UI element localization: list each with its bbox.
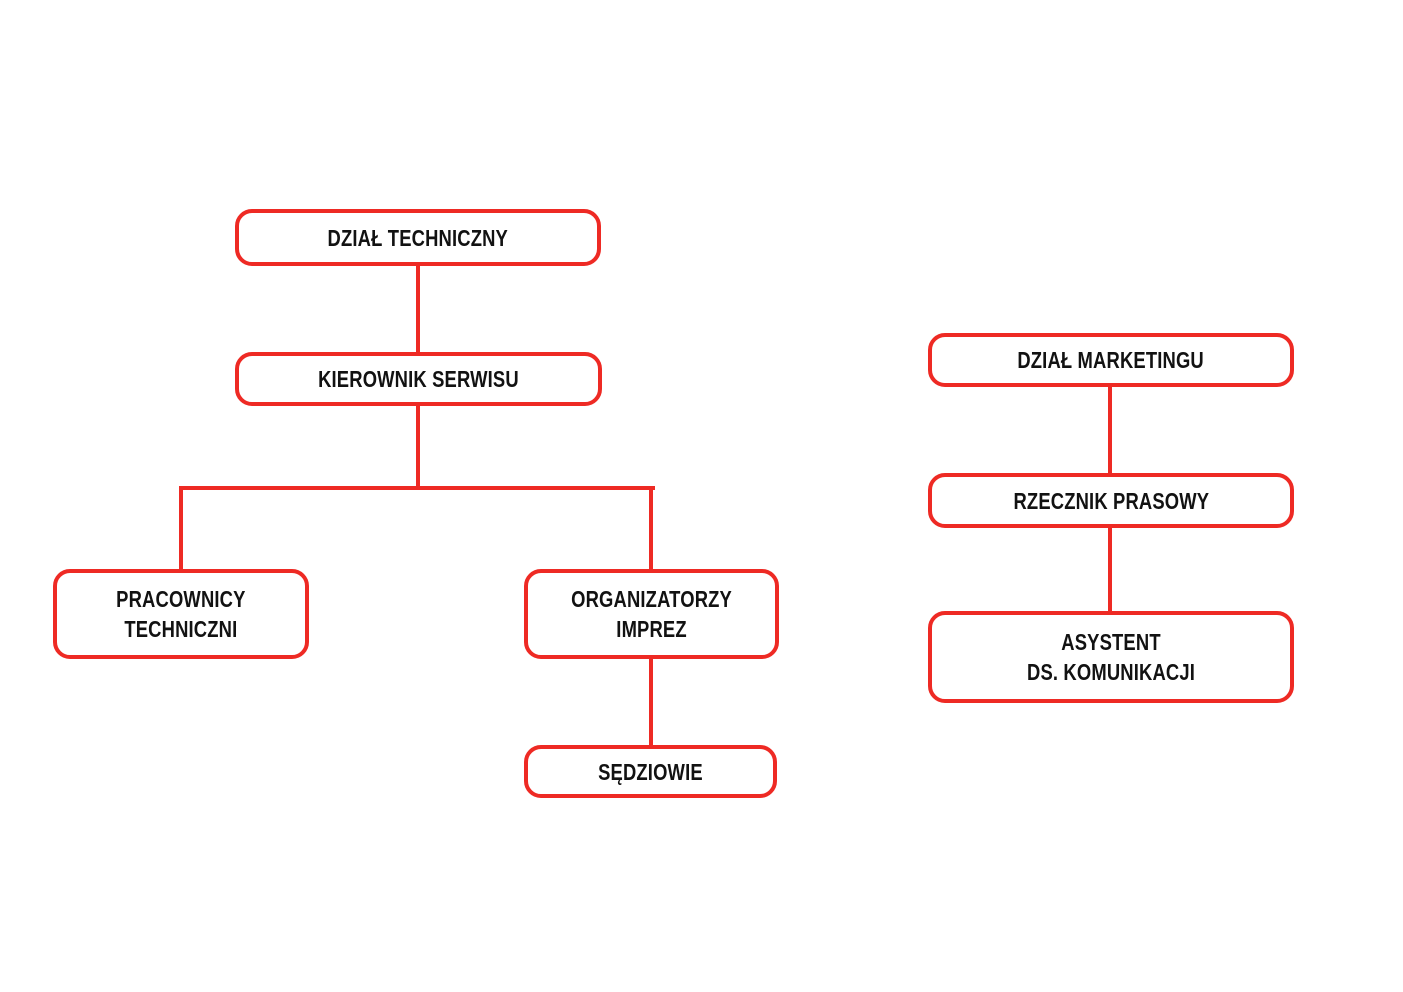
node-label-line1: ORGANIZATORZY [571,586,732,612]
node-label: ORGANIZATORZY IMPREZ [571,584,732,644]
node-dzial-marketingu: DZIAŁ MARKETINGU [928,333,1294,387]
node-sedziowie: SĘDZIOWIE [524,745,777,798]
node-label-line2: DS. KOMUNIKACJI [1026,659,1195,685]
node-kierownik-serwisu: KIEROWNIK SERWISU [235,352,602,406]
node-label-line1: ASYSTENT [1061,629,1161,655]
node-label: ASYSTENT DS. KOMUNIKACJI [1027,627,1195,687]
connector-kierownik-stem [416,404,420,489]
connector-techniczny-kierownik [416,264,420,354]
node-dzial-techniczny: DZIAŁ TECHNICZNY [235,209,601,266]
connector-branch-pracownicy [179,488,183,571]
node-organizatorzy-imprez: ORGANIZATORZY IMPREZ [524,569,779,659]
node-label-line1: PRACOWNICY [116,586,246,612]
node-label-line2: IMPREZ [616,616,687,642]
node-label: RZECZNIK PRASOWY [1013,487,1209,514]
node-pracownicy-techniczni: PRACOWNICY TECHNICZNI [53,569,309,659]
connector-branch-organizatorzy [649,488,653,571]
connector-kierownik-branch [179,486,655,490]
connector-rzecznik-asystent [1108,526,1112,613]
connector-organizatorzy-sedziowie [649,657,653,747]
node-label: DZIAŁ MARKETINGU [1017,347,1205,373]
node-label: PRACOWNICY TECHNICZNI [116,584,245,644]
node-rzecznik-prasowy: RZECZNIK PRASOWY [928,473,1294,528]
node-label: DZIAŁ TECHNICZNY [327,224,509,251]
connector-marketing-rzecznik [1108,385,1112,475]
node-label-line2: TECHNICZNI [124,616,238,642]
node-label: SĘDZIOWIE [598,758,703,785]
node-label: KIEROWNIK SERWISU [318,366,519,392]
node-asystent-ds-komunikacji: ASYSTENT DS. KOMUNIKACJI [928,611,1294,703]
